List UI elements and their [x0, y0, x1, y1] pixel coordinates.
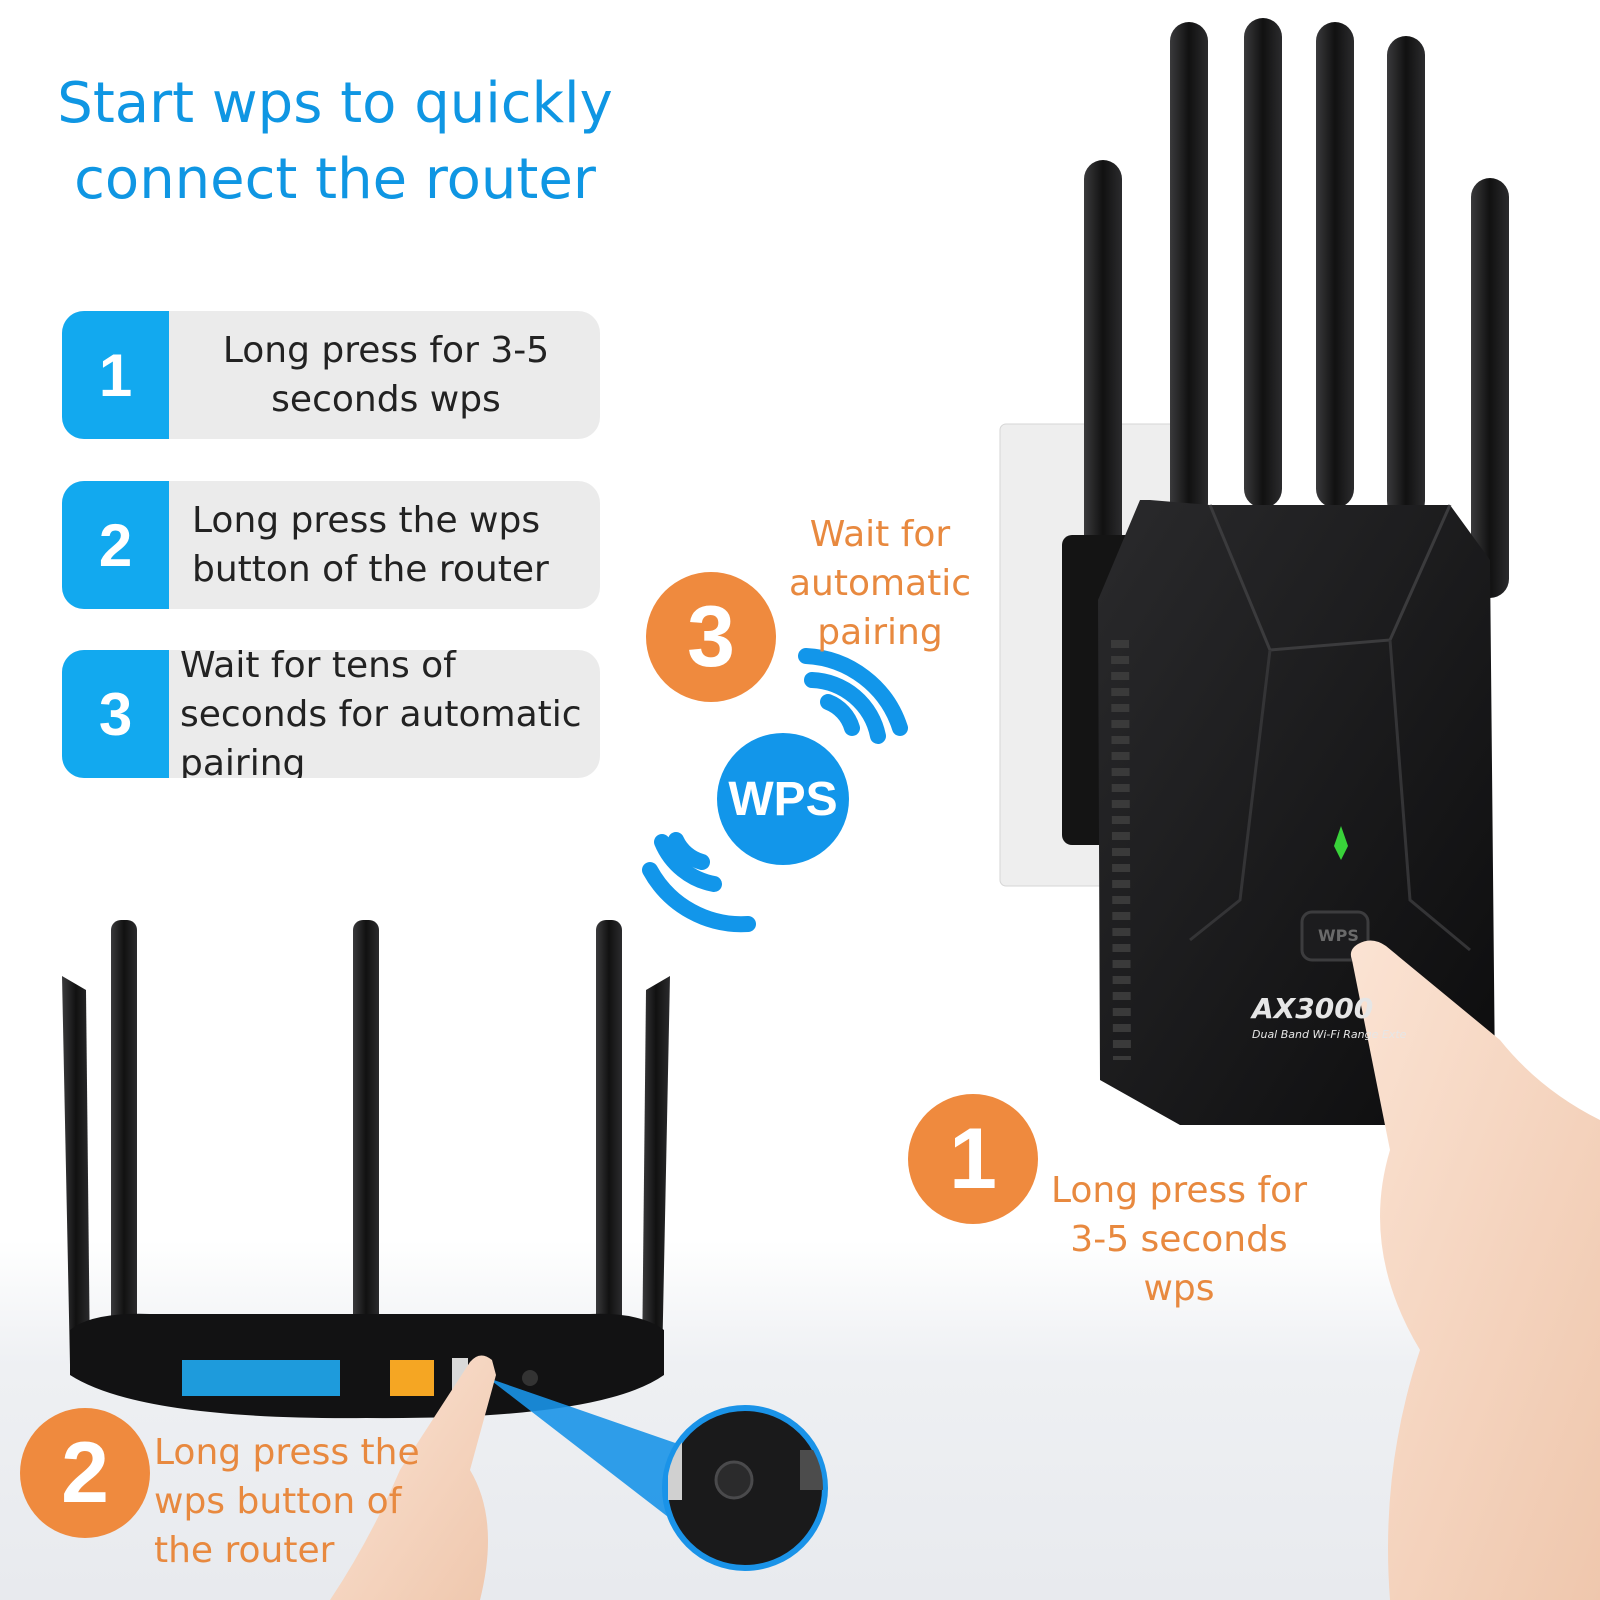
wps-badge: WPS: [717, 733, 849, 865]
step-text: Long press the wps button of the router: [192, 500, 549, 590]
router: [70, 1313, 664, 1419]
hand-router: [330, 1355, 496, 1600]
zoom-pointer: [488, 1378, 684, 1520]
step-text: Wait for tens of seconds for automatic p…: [180, 650, 582, 778]
extender-antennas: [1084, 18, 1509, 620]
step-number: 2: [62, 481, 169, 609]
zoom-detail: [662, 1405, 828, 1571]
callout-number-3: 3: [646, 572, 776, 702]
extender-subtitle-label: Dual Band Wi-Fi Range Exte: [1252, 1028, 1407, 1041]
step-number: 3: [62, 650, 169, 778]
callout-number-2: 2: [20, 1408, 150, 1538]
hand-extender: [1350, 940, 1600, 1600]
callout-extender-text: Long press for 3-5 seconds wps: [1050, 1170, 1308, 1309]
extender-wps-button[interactable]: WPS: [1318, 926, 1359, 945]
step-number: 1: [62, 311, 169, 439]
extender-model-label: AX3000: [1252, 992, 1374, 1025]
callout-number-1: 1: [908, 1094, 1038, 1224]
wifi-signal-icon: [642, 648, 908, 933]
step-card-3: 3 Wait for tens of seconds for automatic…: [62, 650, 600, 778]
step-card-2: 2 Long press the wps button of the route…: [62, 481, 600, 609]
page-title: Start wps to quickly connect the router: [57, 70, 613, 212]
callout-router-text: Long press the wps button of the router: [154, 1432, 420, 1571]
step-text: Long press for 3-5 seconds wps: [222, 330, 550, 420]
callout-pairing-text: Wait for automatic pairing: [788, 514, 972, 653]
router-antennas: [62, 920, 670, 1365]
step-card-1: 1 Long press for 3-5 seconds wps: [62, 311, 600, 439]
